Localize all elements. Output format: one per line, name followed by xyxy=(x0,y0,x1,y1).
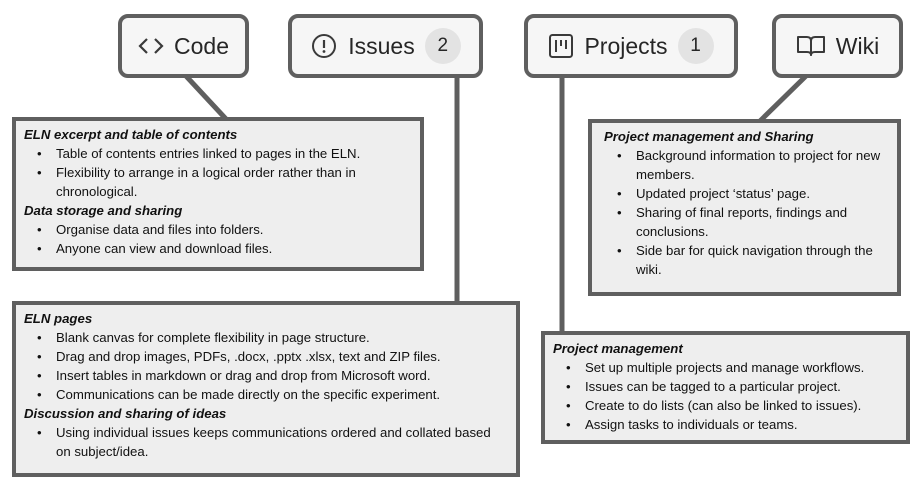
list-item: Create to do lists (can also be linked t… xyxy=(553,396,898,415)
issue-circle-icon xyxy=(310,32,338,60)
list-item: Background information to project for ne… xyxy=(604,146,889,184)
code-panel: ELN excerpt and table of contents Table … xyxy=(12,117,424,271)
code-icon xyxy=(138,35,164,57)
section-title: Project management and Sharing xyxy=(604,129,814,144)
list-item: Insert tables in markdown or drag and dr… xyxy=(24,366,508,385)
list-item: Issues can be tagged to a particular pro… xyxy=(553,377,898,396)
list-item: Communications can be made directly on t… xyxy=(24,385,508,404)
project-board-icon xyxy=(548,33,574,59)
wiki-connector xyxy=(758,74,808,123)
book-icon xyxy=(796,34,826,58)
tab-code[interactable]: Code xyxy=(118,14,249,78)
list-item: Side bar for quick navigation through th… xyxy=(604,241,889,279)
list-item: Assign tasks to individuals or teams. xyxy=(553,415,898,434)
list-item: Drag and drop images, PDFs, .docx, .pptx… xyxy=(24,347,508,366)
list-item: Updated project ‘status’ page. xyxy=(604,184,889,203)
section-title: Project management xyxy=(553,341,683,356)
list-item: Blank canvas for complete flexibility in… xyxy=(24,328,508,347)
section-title: ELN excerpt and table of contents xyxy=(24,127,238,142)
tab-wiki-label: Wiki xyxy=(835,32,880,59)
issues-count-badge: 2 xyxy=(424,28,461,64)
tab-issues[interactable]: Issues 2 xyxy=(288,14,483,78)
projects-panel: Project management Set up multiple proje… xyxy=(541,331,910,444)
list-item: Sharing of final reports, findings and c… xyxy=(604,203,889,241)
tab-code-label: Code xyxy=(174,32,229,59)
section-title: Discussion and sharing of ideas xyxy=(24,406,227,421)
list-item: Anyone can view and download files. xyxy=(24,239,412,258)
wiki-panel: Project management and Sharing Backgroun… xyxy=(588,119,901,296)
tab-projects-label: Projects xyxy=(584,32,668,59)
section-title: ELN pages xyxy=(24,311,93,326)
code-connector xyxy=(184,74,228,121)
tab-issues-label: Issues xyxy=(348,32,415,59)
list-item: Flexibility to arrange in a logical orde… xyxy=(24,163,412,201)
section-title: Data storage and sharing xyxy=(24,203,183,218)
list-item: Set up multiple projects and manage work… xyxy=(553,358,898,377)
list-item: Organise data and files into folders. xyxy=(24,220,412,239)
list-item: Using individual issues keeps communicat… xyxy=(24,423,508,461)
issues-panel: ELN pages Blank canvas for complete flex… xyxy=(12,301,520,477)
list-item: Table of contents entries linked to page… xyxy=(24,144,412,163)
tab-projects[interactable]: Projects 1 xyxy=(524,14,738,78)
projects-count-badge: 1 xyxy=(677,28,714,64)
tab-wiki[interactable]: Wiki xyxy=(772,14,903,78)
